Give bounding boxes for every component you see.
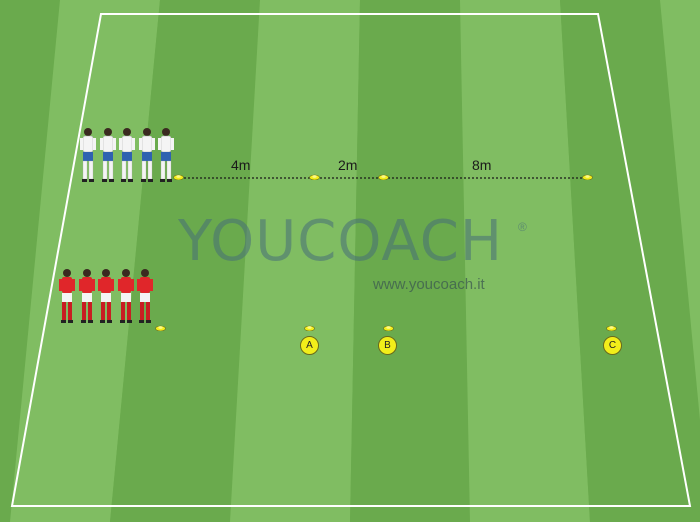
distance-label-8m: 8m (472, 157, 492, 173)
player-icon (119, 128, 135, 182)
player-icon (59, 269, 75, 323)
cone-icon (383, 325, 394, 331)
watermark-brand: YOUCOACH (178, 209, 503, 274)
marker-c: C (603, 336, 622, 355)
player-icon (80, 128, 96, 182)
player-icon (158, 128, 174, 182)
pitch-boundary (10, 13, 692, 507)
watermark-url: www.youcoach.it (373, 276, 485, 293)
distance-label-2m: 2m (338, 157, 358, 173)
player-icon (139, 128, 155, 182)
watermark-registered: ® (518, 220, 527, 234)
cone-icon (582, 174, 593, 180)
watermark-logo: YOUCOACH ® www.youcoach.it (178, 212, 538, 302)
marker-a: A (300, 336, 319, 355)
cone-icon (378, 174, 389, 180)
player-icon (100, 128, 116, 182)
cone-icon (304, 325, 315, 331)
cone-icon (173, 174, 184, 180)
distance-label-4m: 4m (231, 157, 251, 173)
cone-icon (155, 325, 166, 331)
player-icon (79, 269, 95, 323)
player-icon (118, 269, 134, 323)
player-icon (137, 269, 153, 323)
cone-icon (309, 174, 320, 180)
player-icon (98, 269, 114, 323)
cone-icon (606, 325, 617, 331)
marker-b: B (378, 336, 397, 355)
